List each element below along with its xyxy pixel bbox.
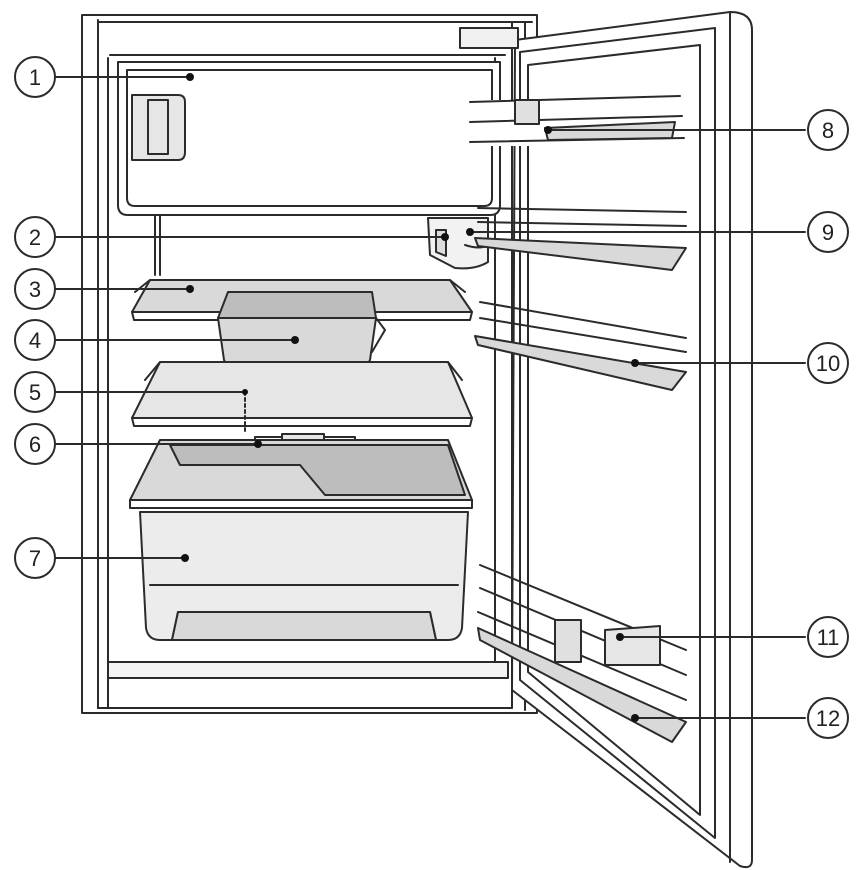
callout-label-5: 5 [29, 380, 41, 405]
callouts: 1 2 3 4 5 6 7 8 9 10 11 12 [14, 56, 849, 739]
callout-10: 10 [807, 342, 849, 384]
callout-7: 7 [14, 537, 56, 579]
callout-label-4: 4 [29, 328, 41, 353]
callout-1: 1 [14, 56, 56, 98]
leader-lines [54, 76, 806, 719]
callout-4: 4 [14, 319, 56, 361]
glass-shelf-lower [131, 361, 473, 433]
bottle-stop [554, 619, 582, 663]
egg-tray [469, 95, 685, 146]
callout-label-1: 1 [29, 65, 41, 90]
callout-label-7: 7 [29, 546, 41, 571]
callout-label-11: 11 [817, 625, 840, 650]
callout-label-6: 6 [29, 432, 41, 457]
callout-11: 11 [807, 616, 849, 658]
door-shelf-upper [474, 207, 687, 271]
callout-label-10: 10 [816, 351, 840, 376]
callout-label-8: 8 [822, 118, 834, 143]
callout-9: 9 [807, 211, 849, 253]
bottle-shelf [477, 564, 687, 743]
callout-label-12: 12 [816, 706, 840, 731]
crisper-drawer [129, 439, 473, 641]
freezer-compartment [117, 61, 501, 276]
callout-8: 8 [807, 109, 849, 151]
callout-6: 6 [14, 423, 56, 465]
callout-3: 3 [14, 268, 56, 310]
callout-5: 5 [14, 371, 56, 413]
door-shelf-middle [474, 301, 687, 391]
callout-label-3: 3 [29, 277, 41, 302]
callout-12: 12 [807, 697, 849, 739]
callout-label-2: 2 [29, 225, 41, 250]
callout-2: 2 [14, 216, 56, 258]
leader-dots [181, 73, 639, 722]
storage-box [217, 291, 386, 366]
callout-label-9: 9 [822, 220, 834, 245]
